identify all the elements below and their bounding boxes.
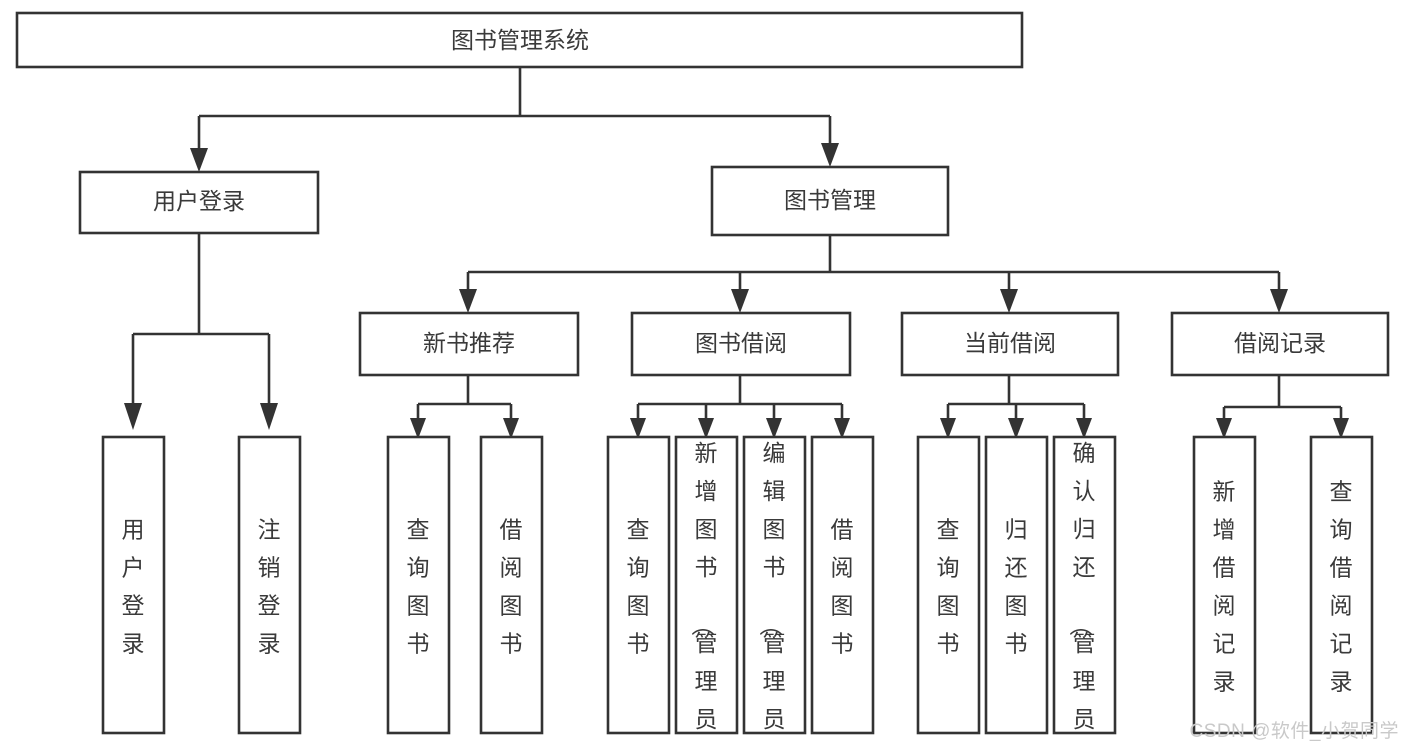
node-root-box xyxy=(15,11,1024,69)
node-book-borrow-label: 图书借阅 xyxy=(695,330,787,356)
arrow-head-icon xyxy=(821,143,839,167)
node-user-login-label: 用户登录 xyxy=(153,188,245,214)
arrow-head-icon xyxy=(698,418,714,439)
node-leaf-add-book-label: 新增图书（管理员） xyxy=(690,440,718,747)
node-book-borrow-box xyxy=(630,311,852,377)
node-leaf-borrow-book-1-box xyxy=(479,435,544,735)
arrow-head-icon xyxy=(260,403,278,430)
node-leaf-edit-book-box xyxy=(742,435,807,735)
arrow-head-icon xyxy=(190,148,208,172)
node-leaf-query-book-2-label: 查询图书 xyxy=(627,517,650,657)
node-leaf-edit-book[interactable]: 编辑图书（管理员） xyxy=(742,435,807,747)
node-leaf-confirm-return[interactable]: 确认归还（管理员） xyxy=(1052,435,1117,747)
node-leaf-query-book-1-label: 查询图书 xyxy=(407,517,430,657)
node-current-borrow[interactable]: 当前借阅 xyxy=(900,311,1120,377)
node-book-management-box xyxy=(710,165,950,237)
node-leaf-add-book-box xyxy=(674,435,739,735)
node-leaf-query-book-1-box xyxy=(386,435,451,735)
node-new-book-recommend-box xyxy=(358,311,580,377)
node-leaf-user-login[interactable]: 用户登录 xyxy=(101,435,166,735)
arrow-head-icon xyxy=(1076,418,1092,439)
node-leaf-logout-login-box xyxy=(237,435,302,735)
node-leaf-query-book-3[interactable]: 查询图书 xyxy=(916,435,981,735)
node-leaf-user-login-label: 用户登录 xyxy=(122,517,145,657)
node-leaf-query-book-2-box xyxy=(606,435,671,735)
node-leaf-add-borrow-record-label: 新增借阅记录 xyxy=(1213,479,1236,695)
node-leaf-query-borrow-record[interactable]: 查询借阅记录 xyxy=(1309,435,1374,735)
node-leaf-user-login-box xyxy=(101,435,166,735)
node-book-management[interactable]: 图书管理 xyxy=(710,165,950,237)
node-leaf-borrow-book-2[interactable]: 借阅图书 xyxy=(810,435,875,735)
arrow-head-icon xyxy=(1000,289,1018,313)
node-leaf-query-book-3-label: 查询图书 xyxy=(937,517,960,657)
node-borrow-record[interactable]: 借阅记录 xyxy=(1170,311,1390,377)
node-root[interactable]: 图书管理系统 xyxy=(15,11,1024,69)
node-leaf-borrow-book-1-label: 借阅图书 xyxy=(500,517,523,657)
arrow-head-icon xyxy=(459,289,477,313)
node-leaf-confirm-return-box xyxy=(1052,435,1117,735)
node-borrow-record-label: 借阅记录 xyxy=(1234,330,1326,356)
node-root-label: 图书管理系统 xyxy=(451,27,589,53)
node-leaf-add-borrow-record[interactable]: 新增借阅记录 xyxy=(1192,435,1257,735)
node-leaf-add-borrow-record-box xyxy=(1192,435,1257,735)
arrow-head-icon xyxy=(1333,418,1349,439)
node-leaf-query-book-2[interactable]: 查询图书 xyxy=(606,435,671,735)
arrow-head-icon xyxy=(1216,418,1232,439)
arrow-head-icon xyxy=(503,418,519,439)
node-current-borrow-label: 当前借阅 xyxy=(964,330,1056,356)
node-new-book-recommend[interactable]: 新书推荐 xyxy=(358,311,580,377)
node-leaf-confirm-return-label: 确认归还（管理员） xyxy=(1068,440,1096,747)
arrow-head-icon xyxy=(834,418,850,439)
node-borrow-record-box xyxy=(1170,311,1390,377)
node-leaf-query-book-3-box xyxy=(916,435,981,735)
node-leaf-return-book-label: 归还图书 xyxy=(1005,517,1028,657)
arrow-head-icon xyxy=(124,403,142,430)
node-leaf-borrow-book-2-label: 借阅图书 xyxy=(831,517,854,657)
node-current-borrow-box xyxy=(900,311,1120,377)
node-leaf-borrow-book-2-box xyxy=(810,435,875,735)
node-book-borrow[interactable]: 图书借阅 xyxy=(630,311,852,377)
node-leaf-borrow-book-1[interactable]: 借阅图书 xyxy=(479,435,544,735)
arrow-head-icon xyxy=(1008,418,1024,439)
arrow-head-icon xyxy=(1270,289,1288,313)
node-leaf-query-borrow-record-box xyxy=(1309,435,1374,735)
arrow-head-icon xyxy=(410,418,426,439)
node-book-management-label: 图书管理 xyxy=(784,187,876,213)
arrow-head-icon xyxy=(731,289,749,313)
node-leaf-logout-login-label: 注销登录 xyxy=(258,517,281,657)
node-leaf-query-book-1[interactable]: 查询图书 xyxy=(386,435,451,735)
node-leaf-edit-book-label: 编辑图书（管理员） xyxy=(758,440,786,747)
node-leaf-logout-login[interactable]: 注销登录 xyxy=(237,435,302,735)
arrow-head-icon xyxy=(766,418,782,439)
node-user-login[interactable]: 用户登录 xyxy=(78,170,320,235)
node-leaf-query-borrow-record-label: 查询借阅记录 xyxy=(1330,479,1353,695)
arrow-head-icon xyxy=(940,418,956,439)
node-leaf-return-book[interactable]: 归还图书 xyxy=(984,435,1049,735)
node-leaf-add-book[interactable]: 新增图书（管理员） xyxy=(674,435,739,747)
node-user-login-box xyxy=(78,170,320,235)
node-new-book-recommend-label: 新书推荐 xyxy=(423,330,515,356)
arrowhead-layer xyxy=(124,143,1349,439)
node-leaf-return-book-box xyxy=(984,435,1049,735)
arrow-head-icon xyxy=(630,418,646,439)
